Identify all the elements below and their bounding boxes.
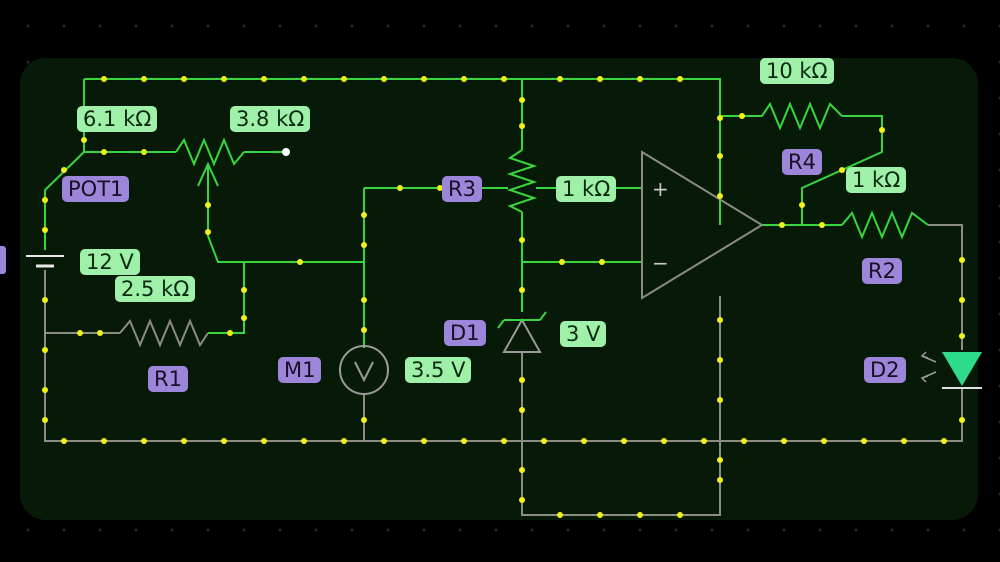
r4-name[interactable]: R4 (782, 149, 822, 175)
voltmeter-v-icon (354, 361, 374, 383)
wire-d1-bottom[interactable] (521, 296, 721, 516)
offscreen-label-tab[interactable] (0, 246, 6, 274)
zener-diode-d1[interactable] (497, 311, 547, 353)
pot1-left-value[interactable]: 6.1 kΩ (77, 106, 158, 132)
r4-value[interactable]: 10 kΩ (760, 58, 834, 84)
wire-r4-right[interactable] (801, 115, 883, 225)
opamp-minus-sign: − (652, 251, 669, 275)
voltmeter-m1[interactable] (339, 345, 389, 395)
m1-reading[interactable]: 3.5 V (405, 357, 472, 383)
pot1-right-value[interactable]: 3.8 kΩ (230, 106, 311, 132)
d2-name[interactable]: D2 (864, 357, 906, 383)
r2-zigzag[interactable] (841, 210, 929, 240)
r4-zigzag[interactable] (761, 101, 843, 131)
d1-name[interactable]: D1 (444, 320, 486, 346)
m1-name[interactable]: M1 (278, 357, 322, 383)
wire-wiper-to-r1[interactable] (208, 262, 245, 334)
r3-name[interactable]: R3 (442, 176, 482, 202)
current-dots (42, 76, 965, 518)
led-d2[interactable] (920, 351, 982, 389)
pot1-name[interactable]: POT1 (62, 176, 130, 202)
r2-value[interactable]: 1 kΩ (846, 167, 907, 193)
wire-r2-to-led[interactable] (928, 224, 963, 350)
wire-top-rail[interactable] (84, 78, 721, 225)
pot1-wiper-arrow[interactable] (197, 161, 219, 187)
pot1-open-terminal[interactable] (282, 148, 290, 156)
r1-zigzag[interactable] (119, 318, 209, 348)
pot1-zigzag[interactable] (175, 137, 245, 167)
battery-voltage[interactable]: 12 V (80, 249, 140, 275)
d1-value[interactable]: 3 V (560, 321, 607, 347)
wire-pot-wiper[interactable] (207, 180, 364, 263)
r1-value[interactable]: 2.5 kΩ (115, 276, 196, 302)
r1-name[interactable]: R1 (148, 366, 188, 392)
r3-value[interactable]: 1 kΩ (556, 176, 617, 202)
r3-zigzag[interactable] (506, 149, 538, 213)
battery-symbol[interactable] (26, 255, 64, 268)
r2-name[interactable]: R2 (862, 258, 902, 284)
opamp-body[interactable] (641, 150, 764, 300)
opamp-plus-sign: + (652, 177, 669, 201)
light-rays-icon (920, 351, 937, 383)
